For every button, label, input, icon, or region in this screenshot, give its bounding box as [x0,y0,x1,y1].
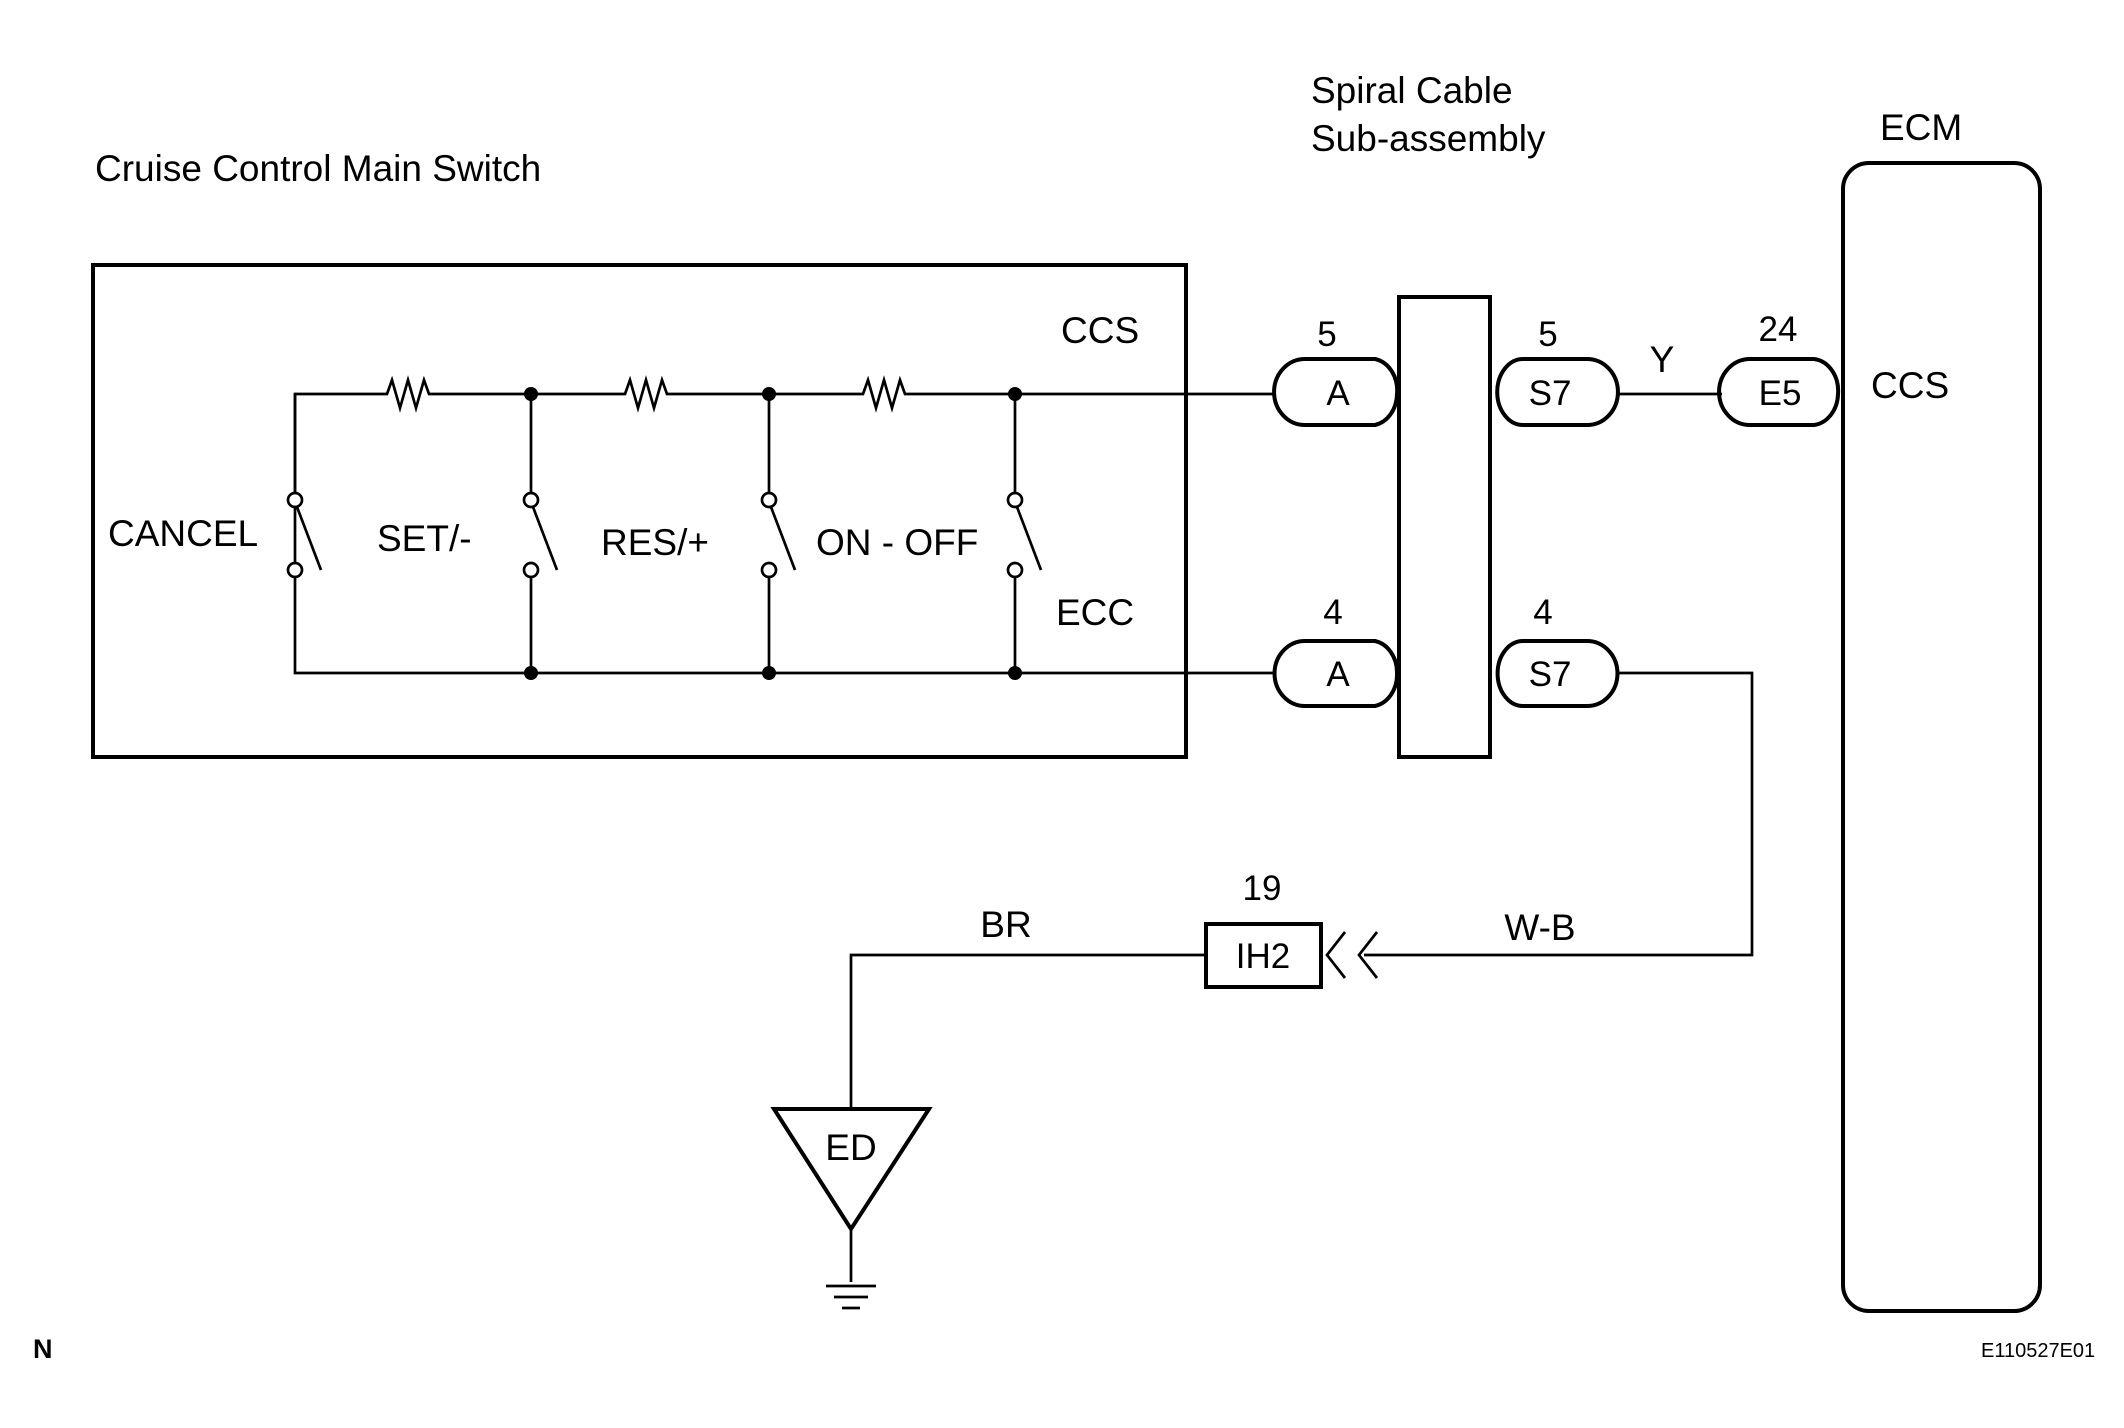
ground-point-ed-label: ED [825,1127,876,1168]
connector-e5 [1717,357,1841,427]
top-rail-resistors [293,375,1276,543]
spiral-cable-body [1397,295,1492,759]
cancel-switch-label: CANCEL [108,513,258,554]
connector-e5-pin: 24 [1759,310,1798,349]
connector-s7-top-name: S7 [1529,374,1572,413]
wire-wb [1364,671,1754,957]
ecm-box [1841,161,2042,1313]
spiral-cable-title-line2: Sub-assembly [1311,118,1546,159]
connector-a-bottom [1272,639,1400,708]
ecm-ccs-terminal-label: CCS [1871,365,1949,406]
res-switch [760,394,797,673]
connector-a-bottom-name: A [1326,655,1350,694]
wire-br-label: BR [980,904,1031,945]
on-off-switch-label: ON - OFF [816,522,978,563]
connector-e5-name: E5 [1759,374,1802,413]
set-switch [522,394,559,673]
main-switch-box [91,263,1188,759]
ecm-title: ECM [1880,107,1962,148]
connector-a-top [1272,357,1400,427]
connector-a-bottom-pin: 4 [1323,593,1342,632]
ecc-terminal-label: ECC [1056,592,1134,633]
connector-ih2-name: IH2 [1236,937,1290,976]
bottom-rail [293,577,1276,675]
connector-s7-top-pin: 5 [1538,315,1557,354]
corner-mark-n: N [33,1334,53,1364]
connector-s7-bottom [1495,639,1620,708]
ccs-terminal-label: CCS [1061,310,1139,351]
spiral-cable-title-line1: Spiral Cable [1311,70,1513,111]
set-switch-label: SET/- [377,518,472,559]
connector-s7-bottom-name: S7 [1529,655,1572,694]
res-switch-label: RES/+ [601,522,709,563]
connector-s7-bottom-pin: 4 [1533,593,1552,632]
connector-a-top-pin: 5 [1317,315,1336,354]
connector-s7-top [1495,357,1620,427]
on-off-switch [1006,394,1043,673]
connector-a-top-name: A [1326,374,1350,413]
cancel-switch [286,491,323,579]
ground-point-ed [770,1107,933,1233]
connector-ih2-pin: 19 [1243,869,1282,908]
connector-ih2-arrow [1325,931,1379,979]
main-switch-title: Cruise Control Main Switch [95,148,541,189]
wire-br [849,953,1206,1109]
wire-y-label: Y [1650,339,1675,380]
figure-code: E110527E01 [1981,1340,2095,1362]
ground-icon [826,1229,876,1310]
wire-wb-label: W-B [1504,907,1575,948]
